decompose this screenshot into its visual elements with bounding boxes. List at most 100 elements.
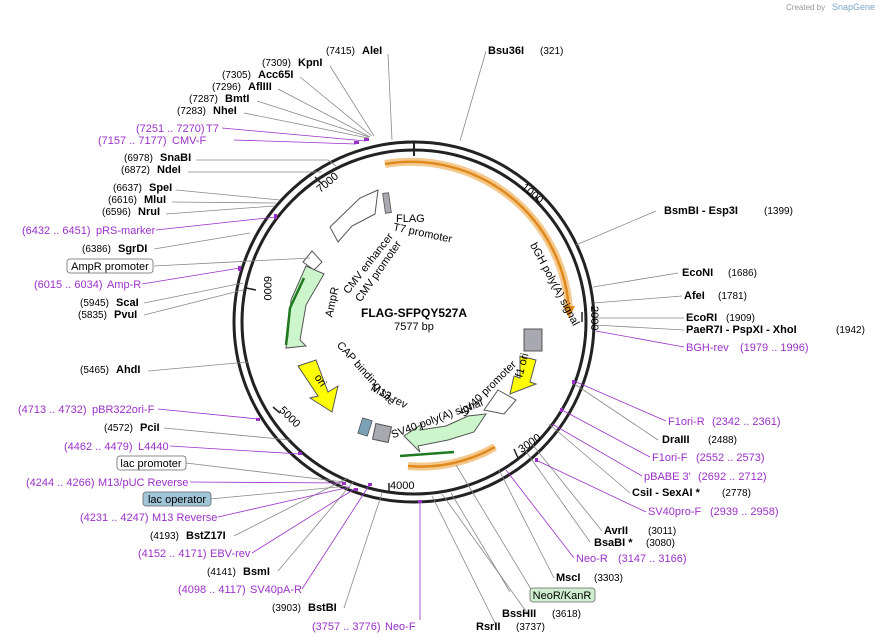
- enzyme-pos: (3303): [594, 573, 623, 584]
- enzyme-name: SnaBI: [160, 152, 191, 164]
- plasmid-length: 7577 bp: [394, 321, 434, 333]
- primer-name: CMV-F: [172, 135, 207, 147]
- enzyme-pos: (321): [540, 46, 563, 57]
- enzyme-pos: (7309): [262, 58, 291, 69]
- enzyme-pos: (7283): [177, 106, 206, 117]
- primer-name: F1ori-F: [652, 452, 688, 464]
- primer-name: F1ori-R: [668, 416, 705, 428]
- primer-range: (4713 .. 4732): [18, 404, 87, 416]
- enzyme-pos: (6386): [82, 244, 111, 255]
- primer-name: BGH-rev: [686, 342, 729, 354]
- primer-range: (2692 .. 2712): [698, 471, 767, 483]
- lac-operator-leader: [209, 485, 349, 500]
- primer-name: T7: [206, 123, 219, 135]
- enzyme-pos: (6978): [124, 153, 153, 164]
- primer-name: pRS-marker: [96, 225, 156, 237]
- enzyme-pos: (1781): [718, 291, 747, 302]
- tick-3000: [513, 448, 519, 459]
- primer-name: pBABE 3': [644, 471, 691, 483]
- ampr-cds-line: [284, 277, 306, 346]
- cap-label: CAP binding site: [334, 339, 397, 407]
- primer-ticks: [238, 138, 575, 503]
- enzyme-name: PaeR7I - PspXI - XhoI: [686, 324, 797, 336]
- enzyme-name: BsmBI - Esp3I: [664, 205, 738, 217]
- enzyme-name: RsrII: [476, 621, 500, 633]
- enzyme-pos: (3737): [516, 622, 545, 633]
- enzyme-pos: (6637): [113, 183, 142, 194]
- enzyme-pos: (7305): [222, 70, 251, 81]
- primer-name: L4440: [138, 441, 169, 453]
- primer-name: Amp-R: [107, 279, 141, 291]
- ampr-label: AmpR: [323, 286, 341, 318]
- sv40-polya-arrow: [403, 413, 488, 453]
- enzyme-name: SpeI: [149, 182, 172, 194]
- enzyme-name: NruI: [138, 206, 160, 218]
- enzyme-pos: (7287): [189, 94, 218, 105]
- primer-leader-lines: [141, 127, 685, 620]
- primer-name: pBR322ori-F: [92, 404, 155, 416]
- enzyme-name: MscI: [556, 572, 580, 584]
- enzyme-pos: (4193): [150, 531, 179, 542]
- primer-range: (4098 .. 4117): [178, 584, 246, 596]
- enzyme-pos: (2488): [708, 435, 737, 446]
- primer-range: (3147 .. 3166): [618, 553, 687, 565]
- enzyme-name: PciI: [140, 422, 160, 434]
- primer-labels-right: BGH-rev (1979 .. 1996) F1ori-R (2342 .. …: [576, 342, 809, 565]
- enzyme-name: AhdI: [116, 364, 140, 376]
- enzyme-pos: (4572): [104, 423, 133, 434]
- tick-1000: [535, 195, 541, 207]
- primer-range: (4244 .. 4266): [26, 477, 95, 489]
- tick-5000: [272, 406, 281, 414]
- enzyme-name: BssHII: [502, 608, 536, 620]
- enzyme-name: AfeI: [684, 290, 705, 302]
- primer-name: Neo-R: [576, 553, 608, 565]
- enzyme-name: AflIII: [248, 81, 272, 93]
- neor-cds-line: [399, 450, 455, 458]
- enzyme-pos: (6616): [108, 195, 137, 206]
- primer-range: (2552 .. 2573): [696, 452, 765, 464]
- tick-6000: [245, 287, 257, 291]
- enzyme-name: BmtI: [225, 93, 249, 105]
- flag-box: [382, 192, 392, 214]
- primer-range: (6432 .. 6451): [22, 225, 91, 237]
- enzyme-pos: (4141): [207, 567, 236, 578]
- enzyme-name: NdeI: [157, 164, 181, 176]
- primer-range: (6015 .. 6034): [34, 279, 103, 291]
- enzyme-name: Acc65I: [258, 69, 293, 81]
- enzyme-pos: (5945): [80, 298, 109, 309]
- tick-label-2000: 2000: [588, 306, 600, 330]
- enzyme-leader-lines: [143, 50, 685, 626]
- primer-range: (7251 .. 7270): [136, 123, 205, 135]
- primer-range: (7157 .. 7177): [98, 135, 167, 147]
- credit-text: Created by: [786, 3, 825, 12]
- enzyme-name: SgrDI: [118, 243, 147, 255]
- primer-name: M13/pUC Reverse: [98, 477, 188, 489]
- primer-range: (4152 .. 4171): [138, 548, 207, 560]
- primer-range: (4231 .. 4247): [80, 512, 149, 524]
- primer-range: (1979 .. 1996): [740, 342, 809, 354]
- enzyme-labels-right: Bsu36I (321) BsmBI - Esp3I (1399) EcoNI …: [476, 45, 865, 633]
- enzyme-name: MluI: [144, 194, 166, 206]
- enzyme-pos: (3011): [648, 526, 676, 537]
- enzyme-name: NheI: [213, 105, 237, 117]
- ori-label: ori: [312, 372, 329, 389]
- cds-arc-1-head: [563, 306, 575, 318]
- snapgene-brand: SnapGene: [832, 2, 875, 12]
- lac-operator-box: [142, 491, 212, 507]
- neor-leader: [455, 464, 535, 595]
- enzyme-name: AvrII: [604, 525, 628, 537]
- enzyme-name: CsiI - SexAI *: [632, 487, 701, 499]
- enzyme-name: BsmI: [243, 566, 270, 578]
- enzyme-pos: (5835): [78, 310, 107, 321]
- enzyme-name: BsaBI *: [594, 537, 633, 549]
- t7-promoter-label: T7 promoter: [392, 221, 453, 245]
- enzyme-name: KpnI: [298, 57, 322, 69]
- flag-label: FLAG: [396, 213, 425, 225]
- neor-box: [529, 587, 596, 603]
- ori-arrow: [297, 359, 339, 413]
- lac-feature-box: [357, 417, 373, 437]
- cmv-promoter-arrow: [302, 250, 323, 271]
- enzyme-pos: (7415): [326, 46, 355, 57]
- primer-name: SV40pA-R: [250, 584, 302, 596]
